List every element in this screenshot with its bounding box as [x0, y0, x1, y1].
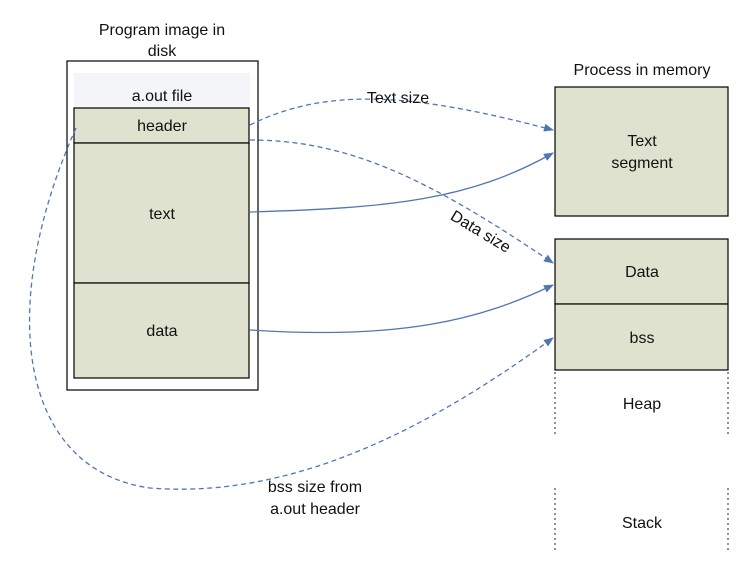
bss-segment-label: bss — [630, 330, 655, 347]
bss-size-label-line2: a.out header — [270, 501, 361, 518]
memory-title: Process in memory — [574, 62, 711, 79]
text-size-arrow — [249, 98, 554, 132]
stack-label: Stack — [622, 515, 663, 532]
bss-segment — [554, 303, 729, 371]
disk-title-line1: Program image in — [99, 22, 225, 39]
text-size-label: Text size — [367, 90, 429, 107]
header-section-label: header — [137, 118, 187, 135]
bss-size-label-line1: bss size from — [268, 479, 362, 496]
disk-title-line2: disk — [148, 43, 177, 60]
data-to-data-segment-arrow — [249, 284, 554, 334]
aout-file-band — [74, 73, 250, 108]
data-segment-label: Data — [625, 264, 659, 281]
data-size-label: Data size — [447, 208, 513, 257]
text-section — [73, 142, 250, 284]
header-section — [73, 107, 250, 144]
text-segment-label-line2: segment — [611, 155, 673, 172]
text-segment-label-line1: Text — [627, 133, 657, 150]
heap-label: Heap — [623, 396, 661, 413]
data-section — [73, 282, 250, 379]
text-section-label: text — [149, 206, 175, 223]
text-to-text-segment-arrow — [249, 152, 554, 213]
bss-size-arrow — [28, 127, 554, 490]
data-size-arrow — [249, 139, 554, 264]
data-section-label: data — [146, 323, 177, 340]
text-segment — [554, 86, 729, 217]
aout-file-label: a.out file — [132, 88, 193, 105]
